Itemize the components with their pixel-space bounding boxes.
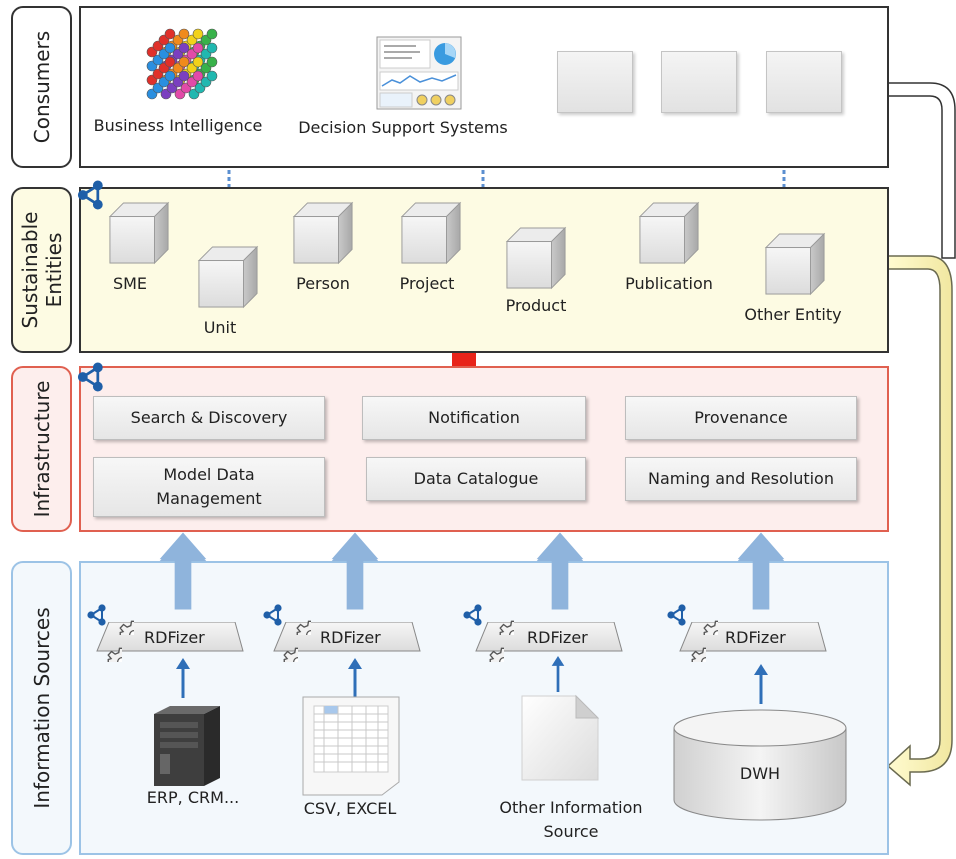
bi-cube-dot: [164, 28, 176, 40]
bi-cube-dot: [192, 56, 204, 68]
source-label-dwh: DWH: [739, 764, 781, 783]
rdfizer-1-gear-icon: [104, 605, 134, 635]
bi-cube-dot: [192, 42, 204, 54]
rdfizer-1-gear2-icon: [92, 632, 122, 662]
rdfizer-3-gear-icon: [484, 605, 514, 635]
entity-label-person: Person: [296, 274, 350, 293]
rdfizer-4-share-icon: [666, 604, 688, 626]
bi-cube-dot: [178, 70, 190, 82]
layer-tab-sources: Information Sources: [11, 561, 72, 855]
service-search-label: Search & Discovery: [130, 408, 288, 427]
rdfizer-4-label: RDFizer: [725, 628, 786, 647]
service-search: Search & Discovery: [93, 396, 325, 440]
bi-cube-dot: [206, 42, 218, 54]
bi-cube-dot: [164, 56, 176, 68]
bi-cube-dot: [178, 42, 190, 54]
source-label-other-text: Other Information Source: [499, 798, 643, 841]
entity-label-other: Other Entity: [744, 305, 842, 324]
service-catalogue-label: Data Catalogue: [413, 469, 539, 488]
service-naming-label: Naming and Resolution: [648, 469, 834, 488]
feedback-uturn-arrow: [886, 82, 956, 787]
bi-cube-dot: [192, 70, 204, 82]
layer-tab-consumers: Consumers: [11, 6, 72, 168]
layer-tab-infrastructure: Infrastructure: [11, 366, 72, 532]
entity-label-sme: SME: [112, 274, 148, 293]
bi-label: Business Intelligence: [93, 116, 263, 135]
rdfizer-4-gear2-icon: [676, 632, 706, 662]
bi-cube-dot: [192, 28, 204, 40]
consumer-placeholder-1: [557, 51, 633, 113]
service-notification-label: Notification: [428, 408, 520, 427]
server-icon: [154, 706, 220, 786]
document-icon: [521, 694, 600, 781]
source-label-csv: CSV, EXCEL: [303, 799, 397, 818]
source-arrow-4: [737, 534, 785, 610]
service-naming: Naming and Resolution: [625, 457, 857, 501]
source-arrow-1: [159, 534, 207, 610]
source-label-other: Other Information Source: [478, 796, 664, 844]
rdfizer-3-gear2-icon: [474, 632, 504, 662]
consumer-placeholder-3: [766, 51, 842, 113]
rdfizer-1-label: RDFizer: [144, 628, 205, 647]
rdfizer-2-label: RDFizer: [320, 628, 381, 647]
spreadsheet-icon: [302, 696, 400, 796]
bi-cube-dot: [206, 28, 218, 40]
bi-cube-dot: [178, 28, 190, 40]
bi-cube-icon: [146, 28, 218, 100]
bi-cube-dot: [164, 70, 176, 82]
service-catalogue: Data Catalogue: [366, 457, 586, 501]
entity-label-unit: Unit: [203, 318, 237, 337]
rdfizer-4-gear-icon: [688, 605, 718, 635]
source-arrow-2: [331, 534, 379, 610]
bi-cube-dot: [164, 42, 176, 54]
service-model-data-label: Model Data Management: [156, 465, 262, 508]
bi-cube-dot: [178, 56, 190, 68]
bi-cube-dot: [206, 56, 218, 68]
dss-label: Decision Support Systems: [298, 118, 508, 137]
entity-label-project: Project: [399, 274, 455, 293]
source-arrow-3: [536, 534, 584, 610]
entity-label-product: Product: [505, 296, 567, 315]
entity-label-publication: Publication: [625, 274, 713, 293]
consumer-placeholder-2: [661, 51, 737, 113]
database-cylinder-icon: [673, 709, 847, 821]
rdfizer-2-gear2-icon: [268, 632, 298, 662]
bi-cube-dot: [206, 70, 218, 82]
rdfizer-3-share-icon: [462, 604, 484, 626]
rdfizer-3-label: RDFizer: [527, 628, 588, 647]
service-model-data: Model Data Management: [93, 457, 325, 517]
rdfizer-2-gear-icon: [281, 605, 311, 635]
source-label-erp: ERP, CRM...: [146, 788, 240, 807]
dashboard-icon: [376, 36, 462, 110]
service-provenance: Provenance: [625, 396, 857, 440]
service-notification: Notification: [362, 396, 586, 440]
service-provenance-label: Provenance: [694, 408, 788, 427]
